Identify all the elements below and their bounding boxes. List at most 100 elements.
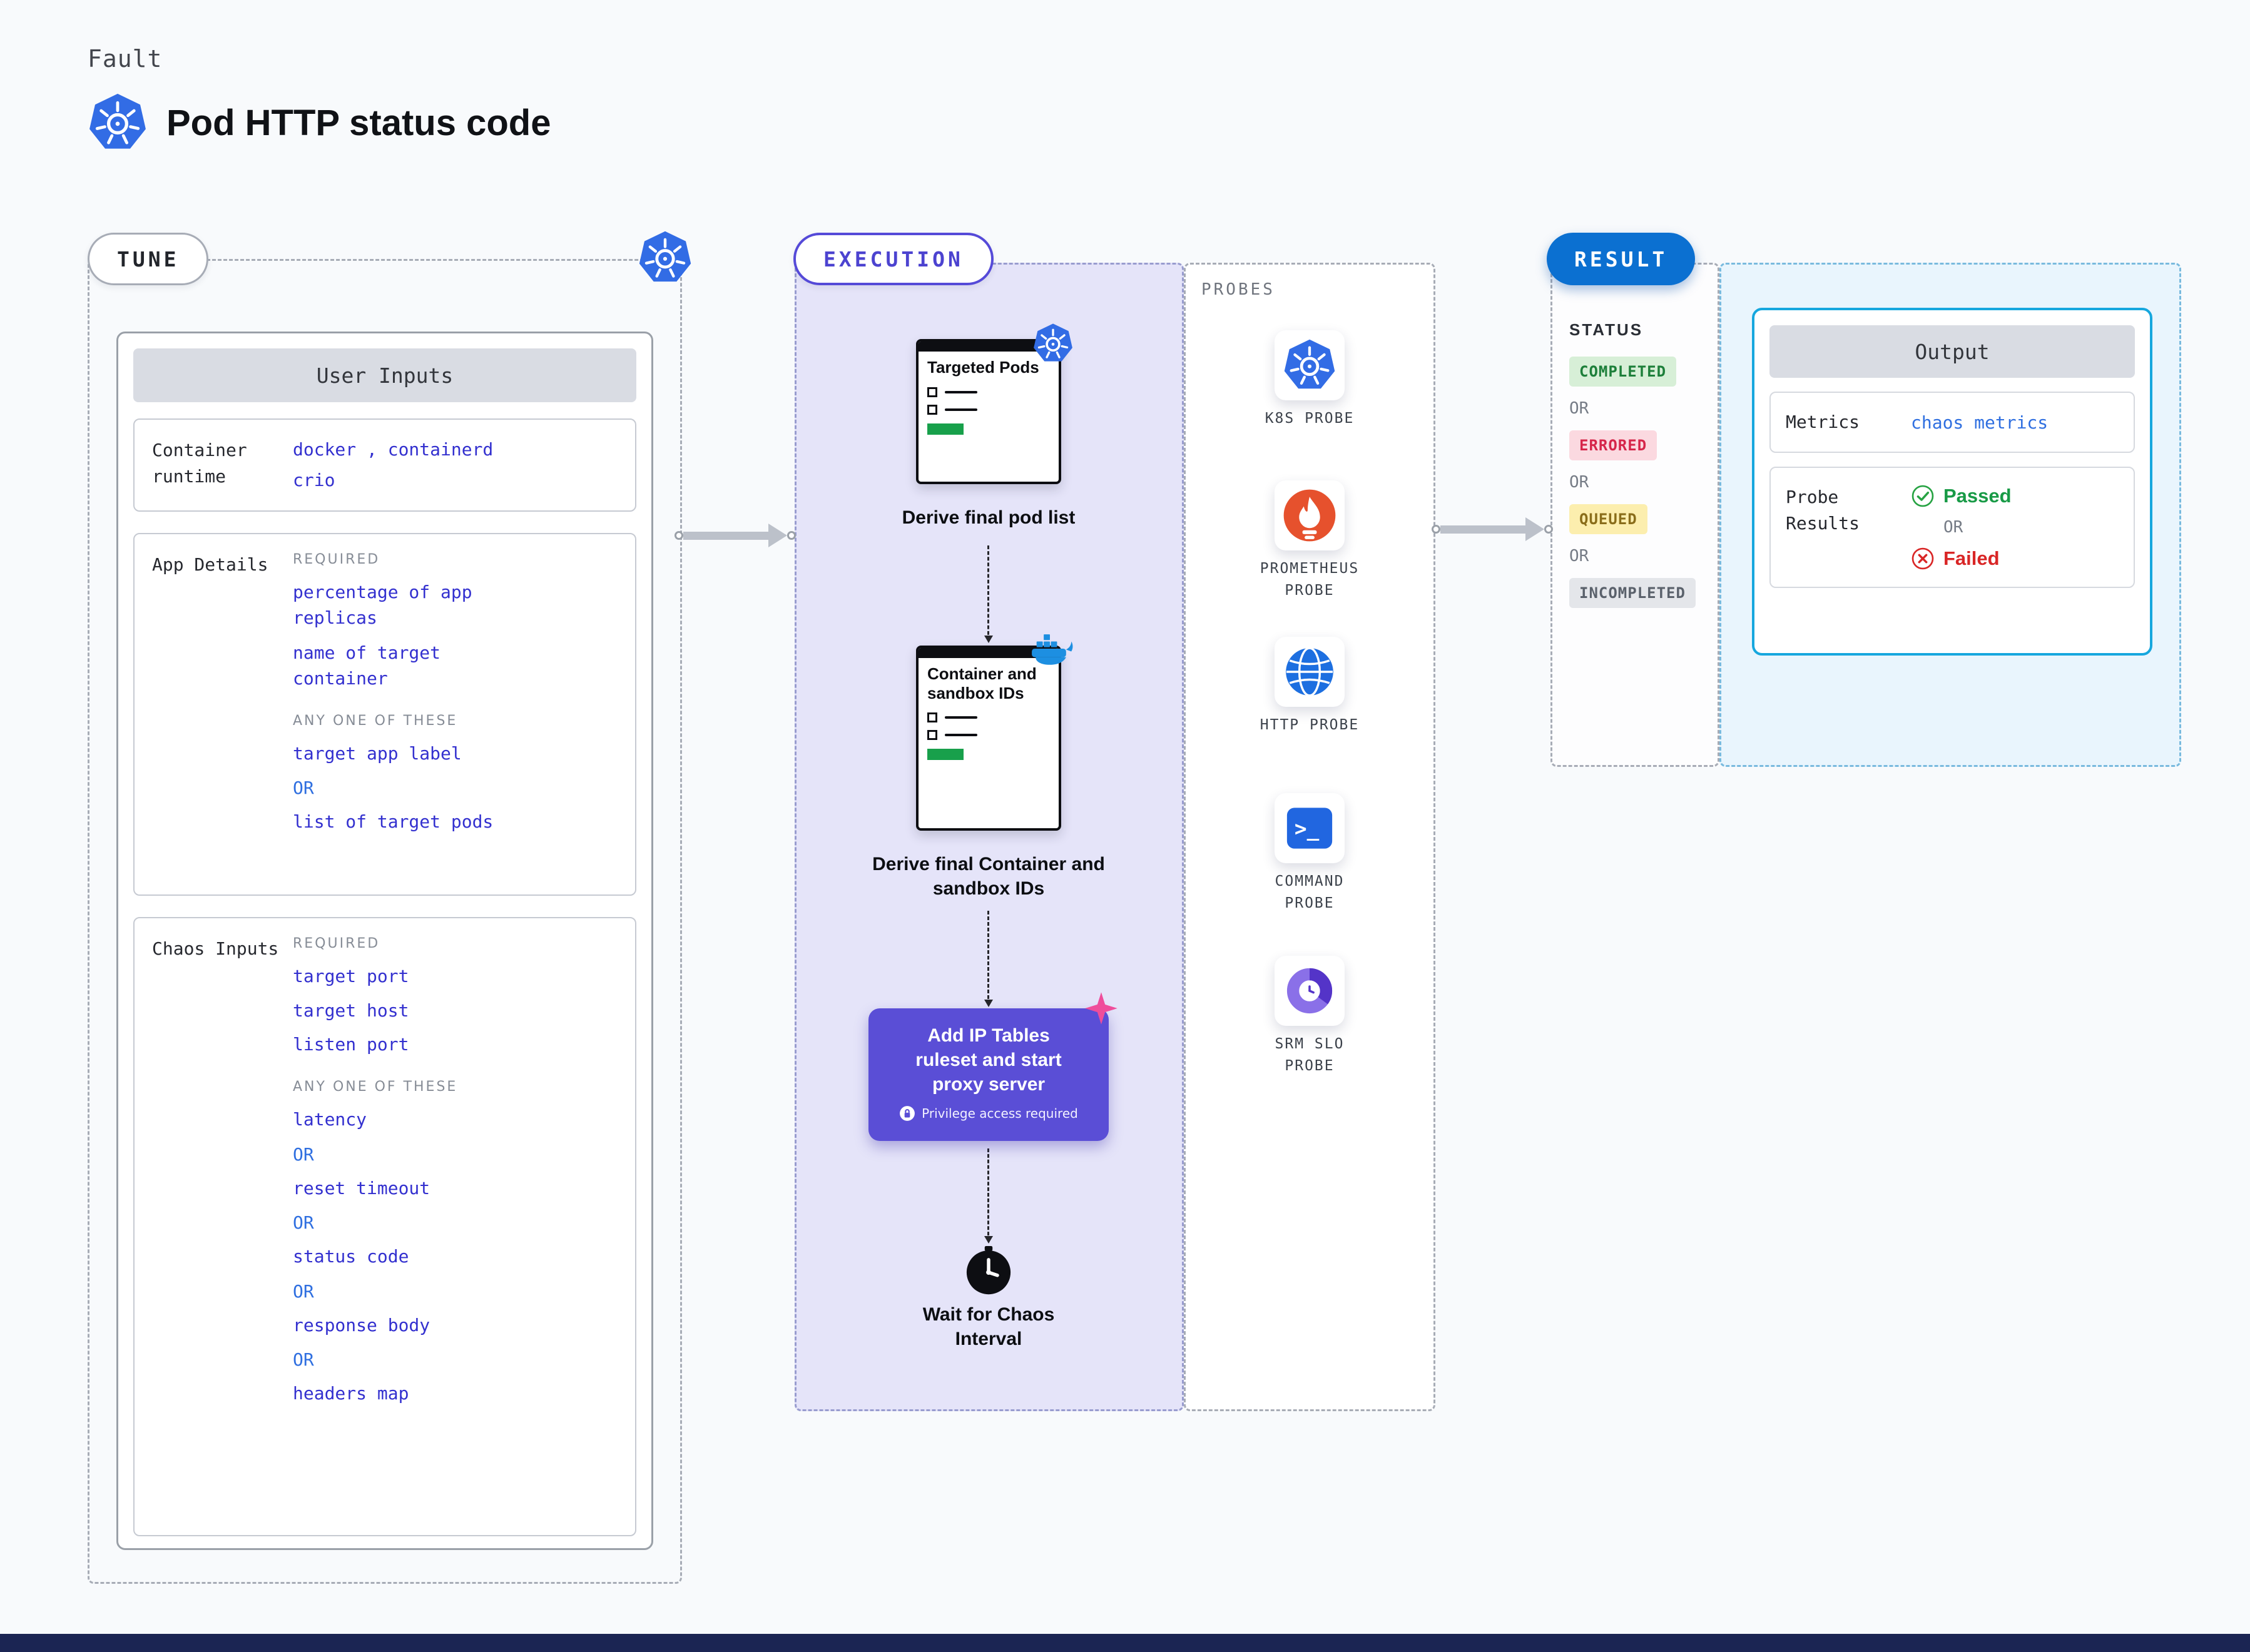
or-separator: OR [293, 1143, 314, 1165]
tune-to-execution-arrow [674, 523, 797, 548]
container-runtime-label: Container runtime [152, 440, 247, 487]
doc-checklist-row [927, 387, 1059, 397]
or-separator: OR [293, 1212, 314, 1234]
doc-checklist-row [927, 730, 1059, 741]
pie-chart-probe-icon [1282, 963, 1337, 1018]
execution-pill: EXECUTION [793, 233, 994, 285]
container-ids-doc: Container and sandbox IDs [916, 646, 1061, 831]
prometheus-probe-tile [1275, 480, 1345, 550]
probe-results-label: Probe Results [1786, 487, 1860, 534]
failed-row: Failed [1911, 547, 2012, 570]
doc-checklist-row [927, 404, 1059, 415]
result-pill: RESULT [1547, 233, 1696, 285]
privilege-spark-icon [1084, 991, 1119, 1026]
flow-connector [984, 1148, 993, 1244]
page-title: Pod HTTP status code [166, 102, 551, 143]
doc-checklist-row [927, 712, 1059, 723]
green-progress-bar [927, 423, 964, 435]
passed-row: Passed [1911, 484, 2012, 508]
kubernetes-badge-icon [1032, 323, 1074, 364]
line-icon [945, 716, 977, 719]
arrow-head [1525, 517, 1544, 541]
http-probe-tile [1275, 637, 1345, 707]
probe-label: COMMAND PROBE [1275, 873, 1345, 911]
probe-label: PROMETHEUS PROBE [1260, 560, 1360, 599]
input-item: target app label [293, 742, 462, 764]
step-caption: Derive final pod list [902, 507, 1076, 528]
probe-label: HTTP PROBE [1260, 717, 1360, 733]
or-separator: OR [1569, 399, 1589, 418]
passed-label: Passed [1943, 485, 2012, 507]
checkbox-icon [927, 712, 937, 723]
command-probe-tile [1275, 793, 1345, 863]
x-circle-icon [1911, 547, 1935, 570]
input-item: target host [293, 1000, 409, 1021]
metrics-value: chaos metrics [1911, 412, 2049, 433]
doc-title: Container and sandbox IDs [927, 664, 1037, 702]
privilege-badge-text: Privilege access required [922, 1106, 1078, 1121]
tune-pill: TUNE [88, 233, 209, 285]
footer-bar [0, 1634, 2250, 1652]
doc-top-bar [919, 342, 1059, 352]
user-inputs-card: User Inputs Container runtime docker , c… [116, 332, 653, 1550]
status-heading: STATUS [1569, 320, 1644, 339]
status-list: COMPLETED OR ERRORED OR QUEUED OR INCOMP… [1569, 357, 1696, 608]
runtime-value-line1: docker , containerd [293, 439, 494, 460]
metrics-label: Metrics [1786, 412, 1860, 432]
input-item: name of target container [293, 642, 441, 689]
check-circle-icon [1911, 484, 1935, 508]
chaos-inputs-label: Chaos Inputs [152, 938, 279, 960]
checkbox-icon [927, 730, 937, 741]
probe-label: K8S PROBE [1265, 410, 1355, 427]
k8s-probe-tile [1275, 330, 1345, 400]
step-caption: Derive final Container and sandbox IDs [872, 854, 1105, 899]
input-item: listen port [293, 1034, 409, 1055]
required-label: REQUIRED [293, 552, 380, 568]
chaos-inputs-box: Chaos Inputs REQUIRED target port target… [133, 917, 636, 1537]
arrow-bar [683, 532, 770, 540]
container-runtime-values: docker , containerd crio [293, 437, 493, 493]
output-header: Output [1769, 325, 2135, 378]
status-badge-completed: COMPLETED [1569, 357, 1677, 387]
arrow-start-dot [674, 531, 683, 540]
terminal-probe-icon [1283, 801, 1336, 855]
app-details-box: App Details REQUIRED percentage of app r… [133, 533, 636, 896]
failed-label: Failed [1943, 547, 2000, 569]
input-item: response body [293, 1314, 430, 1335]
status-badge-incompleted: INCOMPLETED [1569, 578, 1696, 608]
probe-label: SRM SLO PROBE [1275, 1036, 1345, 1074]
input-item: latency [293, 1108, 367, 1130]
input-item: target port [293, 966, 409, 987]
probe-results-values: Passed OR Failed [1911, 484, 2012, 570]
targeted-pods-doc: Targeted Pods [916, 339, 1061, 484]
required-label: REQUIRED [293, 936, 380, 952]
input-item: percentage of app replicas [293, 582, 472, 628]
input-item: reset timeout [293, 1177, 430, 1198]
tune-region [88, 259, 682, 1584]
execution-to-result-arrow [1432, 517, 1554, 542]
or-separator: OR [1943, 518, 1963, 537]
doc-title: Targeted Pods [927, 358, 1039, 377]
docker-badge-icon [1026, 627, 1074, 674]
doc-top-bar [919, 648, 1059, 658]
kubernetes-logo-icon [88, 93, 148, 153]
probe-results-row: Probe Results Passed OR Failed [1769, 467, 2135, 588]
metrics-row: Metrics chaos metrics [1769, 392, 2135, 453]
user-inputs-header: User Inputs [133, 348, 636, 402]
privilege-badge: Privilege access required [868, 1105, 1109, 1122]
or-separator: OR [293, 778, 314, 799]
fault-kicker: Fault [88, 45, 163, 73]
checkbox-icon [927, 404, 937, 415]
title-row: Pod HTTP status code [88, 93, 551, 153]
probes-label: PROBES [1201, 280, 1275, 299]
container-runtime-row: Container runtime docker , containerd cr… [133, 418, 636, 512]
any-one-label: ANY ONE OF THESE [293, 712, 458, 729]
or-separator: OR [1569, 473, 1589, 492]
or-separator: OR [293, 1349, 314, 1371]
input-item: list of target pods [293, 811, 494, 833]
prometheus-probe-icon [1282, 488, 1337, 543]
line-icon [945, 734, 977, 737]
status-badge-errored: ERRORED [1569, 430, 1657, 460]
green-progress-bar [927, 749, 964, 761]
